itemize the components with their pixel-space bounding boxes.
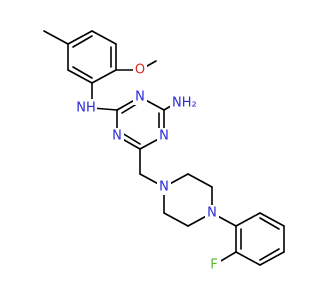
- bond-layer: [43, 30, 285, 266]
- atom-triazine-n-right: N: [159, 129, 169, 144]
- bond: [67, 30, 93, 45]
- bond-inner: [121, 132, 141, 145]
- atom-piperazine-n4: N: [207, 206, 217, 221]
- bond-inner: [72, 35, 93, 48]
- atom-layer: NH NH₂ O N N N N N F: [73, 62, 221, 273]
- atom-nh-link: NH: [76, 101, 96, 116]
- atom-piperazine-n1: N: [159, 180, 169, 195]
- bond-inner: [259, 248, 280, 261]
- bond-inner: [259, 217, 280, 230]
- atom-methoxy-o: O: [135, 63, 145, 78]
- atom-bg: [157, 179, 171, 195]
- bond: [91, 30, 117, 45]
- atom-bg: [170, 94, 200, 112]
- bond-inner: [72, 66, 93, 79]
- methyl-bond: [43, 30, 69, 45]
- atom-bg: [205, 205, 219, 221]
- atom-bg: [110, 128, 124, 144]
- bond: [163, 212, 189, 227]
- bond: [259, 212, 285, 227]
- bond: [259, 251, 285, 266]
- atom-triazine-n-left: N: [112, 129, 122, 144]
- molecule-structure: NH NH₂ O N N N N N F: [43, 30, 285, 273]
- atom-bg: [133, 89, 147, 105]
- atom-bg: [157, 128, 171, 144]
- atom-bg: [207, 257, 221, 273]
- atom-fluorine: F: [210, 258, 217, 273]
- atom-bg: [73, 99, 97, 117]
- atom-triazine-n-top: N: [135, 90, 145, 105]
- bond: [187, 173, 213, 188]
- bond: [235, 212, 261, 227]
- bond: [235, 251, 261, 266]
- bond: [67, 69, 93, 84]
- atom-nh2: NH₂: [172, 96, 197, 111]
- bond: [91, 69, 117, 84]
- atom-bg: [133, 62, 147, 78]
